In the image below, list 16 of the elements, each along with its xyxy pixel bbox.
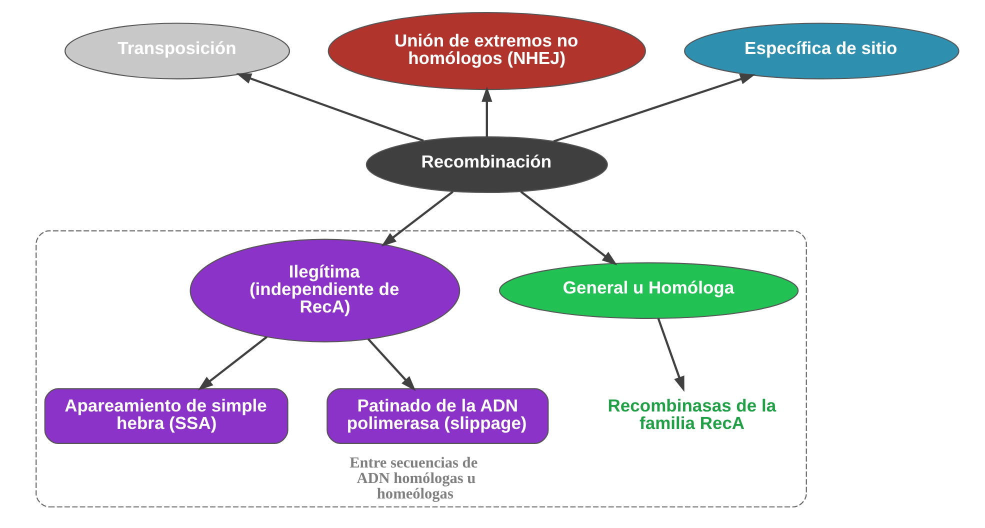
node-ellipse: General u Homóloga <box>498 262 798 319</box>
arrow <box>552 74 755 142</box>
node-text: Recombinasas de la familia RecA <box>607 395 776 433</box>
arrow <box>380 190 454 247</box>
arrow <box>520 190 617 266</box>
arrow <box>197 336 267 390</box>
node-ellipse: Unión de extremos no homólogos (NHEJ) <box>327 12 646 90</box>
arrow <box>366 338 416 392</box>
arrow <box>656 318 684 392</box>
node-ellipse: Recombinación <box>365 136 608 193</box>
node-box: Apareamiento de simple hebra (SSA) <box>44 388 288 444</box>
arrow <box>236 73 424 142</box>
arrow <box>481 86 492 137</box>
node-ellipse: Ilegítima (independiente de RecA) <box>189 238 460 342</box>
node-ellipse: Específica de sitio <box>684 22 959 80</box>
node-box: Patinado de la ADN polimerasa (slippage) <box>326 388 548 444</box>
